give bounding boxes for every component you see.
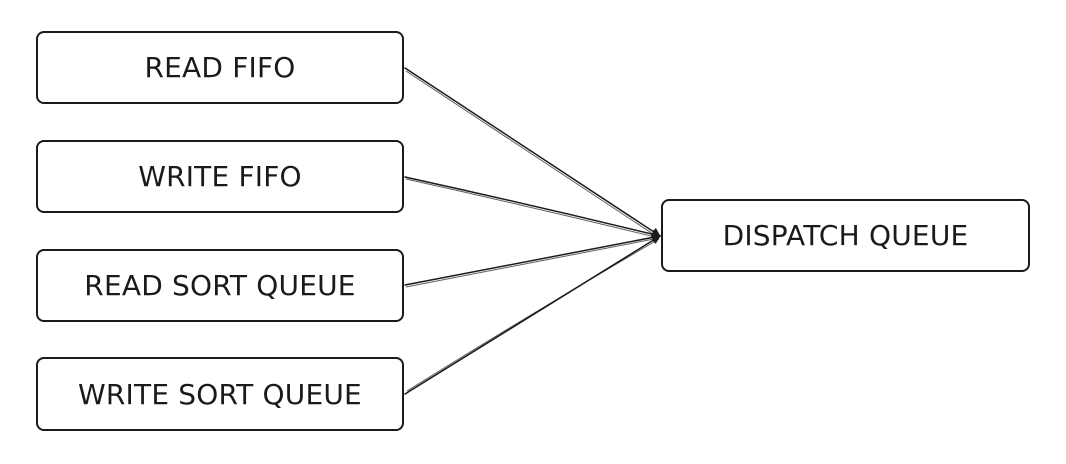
edge-read-fifo-to-dispatch-queue bbox=[404, 67, 661, 239]
node-write-fifo: WRITE FIFO bbox=[36, 140, 404, 213]
node-dispatch-queue-label: DISPATCH QUEUE bbox=[722, 219, 969, 252]
node-read-fifo-label: READ FIFO bbox=[144, 51, 296, 84]
node-read-fifo: READ FIFO bbox=[36, 31, 404, 104]
node-read-sort-queue: READ SORT QUEUE bbox=[36, 249, 404, 322]
node-dispatch-queue: DISPATCH QUEUE bbox=[661, 199, 1030, 272]
node-write-sort-queue-label: WRITE SORT QUEUE bbox=[78, 377, 362, 411]
edge-write-sort-queue-to-dispatch-queue bbox=[404, 235, 661, 395]
node-read-sort-queue-label: READ SORT QUEUE bbox=[84, 269, 356, 302]
edge-read-sort-queue-to-dispatch-queue bbox=[404, 233, 661, 288]
edge-write-fifo-to-dispatch-queue bbox=[404, 176, 661, 239]
node-write-fifo-label: WRITE FIFO bbox=[138, 160, 302, 193]
node-write-sort-queue: WRITE SORT QUEUE bbox=[36, 357, 404, 431]
